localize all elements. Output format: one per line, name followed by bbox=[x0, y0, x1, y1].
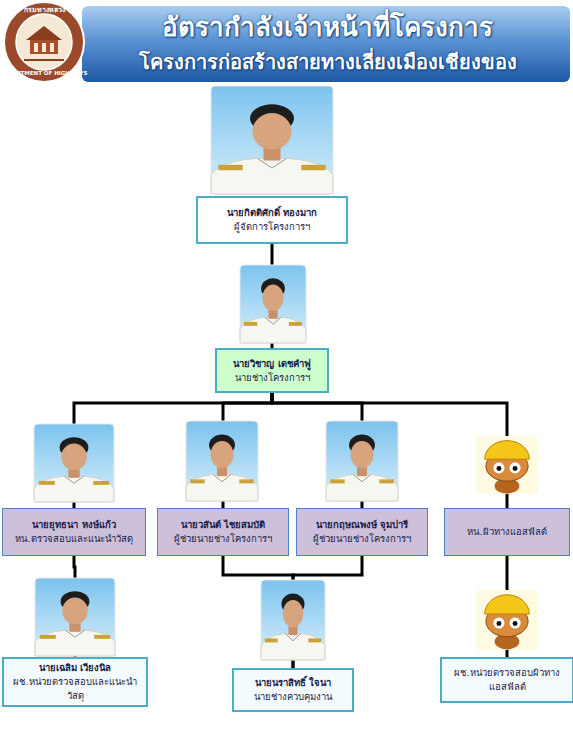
org-box: นายนราสิทธิ์ ใจนานายช่างควบคุมงาน bbox=[232, 668, 354, 712]
portrait-photo bbox=[261, 580, 325, 660]
person-name: นายยุทธนา หงษ์แก้ว bbox=[32, 518, 115, 532]
org-box: นายเฉลิม เวียงนิลผช.หน่วยตรวจสอบและแนะนำ… bbox=[2, 657, 148, 707]
org-box: หน.ผิวทางแอสฟัลต์ bbox=[444, 508, 570, 556]
position-title: ผู้จัดการโครงการฯ bbox=[234, 220, 310, 234]
org-box: นายกิตติศักดิ์ ทองมากผู้จัดการโครงการฯ bbox=[196, 196, 348, 244]
person-name: นายนราสิทธิ์ ใจนา bbox=[255, 676, 331, 690]
org-box: นายวสันต์ ไชยสมบัติผู้ช่วยนายช่างโครงการ… bbox=[157, 508, 289, 556]
org-box: ผช.หน่วยตรวจสอบผิวทางแอสฟัลต์ bbox=[440, 657, 573, 703]
banner-subtitle: โครงการก่อสร้างสายทางเลี่ยงเมืองเชียงของ bbox=[85, 46, 570, 78]
person-name: นายเฉลิม เวียงนิล bbox=[39, 661, 111, 675]
position-title: ผช.หน่วยตรวจสอบและแนะนำวัสดุ bbox=[7, 675, 143, 703]
logo-text: DEPARTMENT OF HIGHWAYS bbox=[0, 70, 88, 76]
person-name: นายกฤษณพงษ์ จุมปารี bbox=[316, 518, 408, 532]
portrait-photo bbox=[186, 421, 258, 501]
person-name: นายวิชาญ เดชคำฟู bbox=[233, 357, 310, 371]
org-box: นายกฤษณพงษ์ จุมปารีผู้ช่วยนายช่างโครงการ… bbox=[296, 508, 428, 556]
portrait-photo bbox=[34, 424, 114, 502]
title-banner bbox=[82, 6, 570, 82]
person-name: นายวสันต์ ไชยสมบัติ bbox=[181, 518, 265, 532]
org-box: นายวิชาญ เดชคำฟูนายช่างโครงการฯ bbox=[215, 348, 329, 393]
chart-title: อัตรากำลังเจ้าหน้าที่โครงการ bbox=[85, 6, 570, 47]
position-title: นายช่างโครงการฯ bbox=[235, 371, 310, 385]
person-name: นายกิตติศักดิ์ ทองมาก bbox=[227, 206, 317, 220]
portrait-photo bbox=[326, 421, 398, 501]
portrait-photo bbox=[240, 265, 306, 343]
org-box: นายยุทธนา หงษ์แก้วหน.ตรวจสอบและแนะนำวัสด… bbox=[2, 508, 146, 556]
position-title: ผู้ช่วยนายช่างโครงการฯ bbox=[313, 532, 411, 546]
portrait-photo bbox=[211, 86, 333, 194]
position-title: นายช่างควบคุมงาน bbox=[254, 690, 332, 704]
mascot-figure bbox=[476, 590, 538, 650]
position-title: หน.ผิวทางแอสฟัลต์ bbox=[467, 525, 546, 539]
mascot-figure bbox=[476, 436, 538, 494]
position-title: ผู้ช่วยนายช่างโครงการฯ bbox=[174, 532, 272, 546]
portrait-photo bbox=[35, 578, 115, 656]
position-title: ผช.หน่วยตรวจสอบผิวทางแอสฟัลต์ bbox=[445, 666, 569, 694]
org-connector bbox=[272, 393, 507, 508]
logo-text: กรมทางหลวง bbox=[14, 4, 74, 15]
position-title: หน.ตรวจสอบและแนะนำวัสดุ bbox=[15, 532, 132, 546]
